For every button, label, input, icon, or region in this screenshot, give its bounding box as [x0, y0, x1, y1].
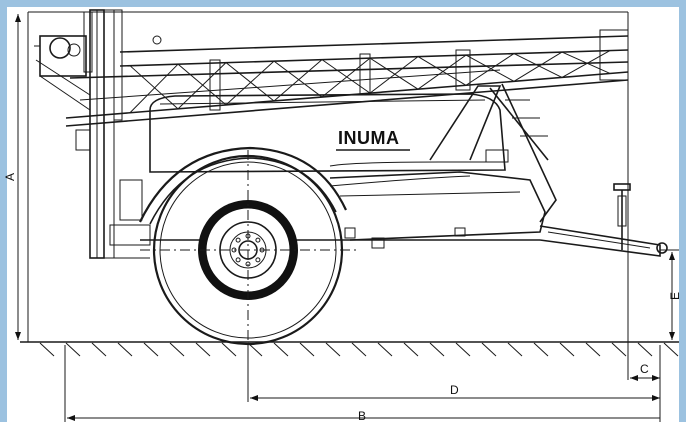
- boom-truss: [65, 29, 629, 127]
- pump-unit: [34, 35, 91, 111]
- tank-body: INUMA: [149, 93, 506, 173]
- label-c: C: [640, 362, 649, 376]
- brand-logo: INUMA: [338, 128, 400, 148]
- dimension-b: [64, 345, 660, 422]
- frame-right: [679, 0, 686, 422]
- dimension-a: [15, 14, 21, 340]
- frame-left-bottom: [0, 345, 7, 422]
- dimension-d: [247, 345, 661, 422]
- rear-mast: [75, 9, 151, 259]
- label-d: D: [450, 383, 459, 397]
- label-b: B: [358, 409, 366, 422]
- label-a: A: [3, 173, 17, 181]
- drawbar: [539, 183, 668, 257]
- label-e: E: [668, 292, 682, 300]
- frame-top: [0, 0, 686, 7]
- ground-line: [20, 341, 679, 357]
- dimension-c: [630, 345, 661, 382]
- axle-centerlines: [140, 150, 356, 350]
- frame-left: [0, 0, 7, 422]
- chassis: [139, 146, 546, 249]
- support-frame: [429, 83, 557, 223]
- dimension-e: [660, 249, 679, 340]
